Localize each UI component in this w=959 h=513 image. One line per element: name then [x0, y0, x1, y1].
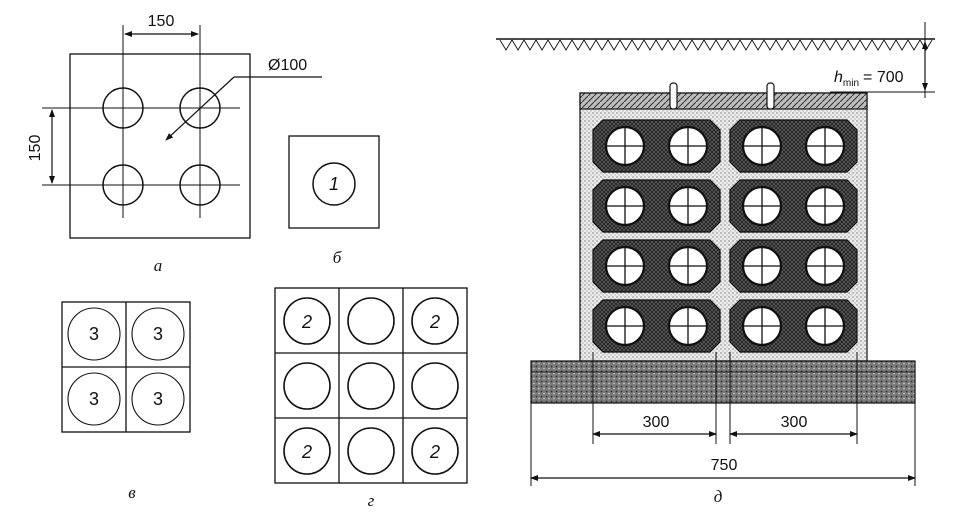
h-min-symbol: h — [834, 69, 843, 86]
ground-hatch-mark — [775, 39, 789, 51]
figure-g-pipe-number: 2 — [301, 312, 312, 332]
figure-g-pipe — [411, 362, 459, 410]
ground-hatch-mark — [715, 39, 729, 51]
ground-hatch-mark — [571, 39, 585, 51]
figure-g-pipe-number: 2 — [301, 442, 312, 462]
ground-hatch-mark — [619, 39, 633, 51]
figure-b-frame — [288, 135, 380, 229]
figure-a-pipe — [179, 164, 221, 206]
ground-hatch-mark — [919, 39, 933, 51]
figure-g-pipe — [347, 362, 395, 410]
figure-g-pipe-number: 2 — [429, 312, 440, 332]
figure-g: 2 2 2 2 г — [274, 287, 468, 510]
ground-hatching — [499, 39, 933, 51]
figure-g-pipe — [283, 427, 331, 475]
figure-v-pipe — [67, 372, 121, 426]
lifting-loop — [669, 82, 678, 110]
figure-a-pipe — [179, 87, 221, 129]
h-min-label: hmin = 700 — [834, 69, 904, 89]
figure-g-pipe — [347, 297, 395, 345]
ground-hatch-mark — [751, 39, 765, 51]
figure-g-pipe — [411, 297, 459, 345]
figure-v-pipe-number: 3 — [153, 389, 163, 409]
figure-a-dim-horizontal: 150 — [148, 13, 175, 30]
figure-b-pipe — [312, 162, 356, 206]
base-slab — [530, 360, 916, 404]
ground-hatch-mark — [727, 39, 741, 51]
ground-hatch-mark — [667, 39, 681, 51]
ground-hatch-mark — [859, 39, 873, 51]
ground-hatch-mark — [583, 39, 597, 51]
h-min-subscript: min — [843, 78, 859, 89]
figure-v: 3 3 3 3 в — [61, 301, 191, 502]
ground-hatch-mark — [703, 39, 717, 51]
figure-g-pipe — [347, 427, 395, 475]
ground-hatch-mark — [799, 39, 813, 51]
ground-hatch-mark — [835, 39, 849, 51]
ground-hatch-mark — [499, 39, 513, 51]
dim-left-value: 300 — [643, 414, 670, 431]
dim-right-value: 300 — [781, 414, 808, 431]
figure-g-frame — [274, 287, 468, 484]
figure-v-pipe — [131, 372, 185, 426]
figure-g-pipe — [283, 297, 331, 345]
ground-hatch-mark — [787, 39, 801, 51]
figure-a-pipe — [102, 164, 144, 206]
ground-hatch-mark — [895, 39, 909, 51]
ground-hatch-mark — [739, 39, 753, 51]
ground-hatch-mark — [811, 39, 825, 51]
dim-total-value: 750 — [711, 457, 738, 474]
figure-v-pipe-number: 3 — [89, 324, 99, 344]
lifting-loop — [766, 82, 775, 110]
figure-b-label: б — [333, 248, 342, 267]
figure-v-pipe-number: 3 — [89, 389, 99, 409]
ground-hatch-mark — [631, 39, 645, 51]
ground-hatch-mark — [871, 39, 885, 51]
ground-hatch-mark — [655, 39, 669, 51]
figure-v-pipe — [131, 307, 185, 361]
ground-hatch-mark — [763, 39, 777, 51]
ground-hatch-mark — [547, 39, 561, 51]
ground-hatch-mark — [595, 39, 609, 51]
figure-b-pipe-number: 1 — [329, 174, 339, 194]
ground-hatch-mark — [523, 39, 537, 51]
figure-a-label: а — [154, 256, 163, 275]
figure-v-pipe — [67, 307, 121, 361]
figure-g-pipe — [283, 362, 331, 410]
ground-hatch-mark — [559, 39, 573, 51]
figure-v-label: в — [128, 483, 136, 502]
figure-a: 150 150 Ø100 а — [27, 13, 322, 275]
figure-b: 1 б — [288, 135, 380, 267]
figure-d-label: д — [714, 487, 723, 506]
ground-hatch-mark — [907, 39, 921, 51]
figure-a-frame — [69, 53, 251, 239]
figure-v-pipe-number: 3 — [153, 324, 163, 344]
figure-a-pipe — [102, 87, 144, 129]
figure-a-dim-vertical: 150 — [27, 135, 44, 162]
ground-hatch-mark — [883, 39, 897, 51]
ground-hatch-mark — [823, 39, 837, 51]
top-slab — [579, 92, 868, 110]
ground-hatch-mark — [847, 39, 861, 51]
ground-hatch-mark — [643, 39, 657, 51]
figure-g-pipe-number: 2 — [429, 442, 440, 462]
figure-g-label: г — [368, 491, 375, 510]
ground-hatch-mark — [691, 39, 705, 51]
cable-channels — [592, 119, 858, 353]
ground-hatch-mark — [535, 39, 549, 51]
ground-hatch-mark — [607, 39, 621, 51]
ground-hatch-mark — [679, 39, 693, 51]
h-min-value: = 700 — [863, 69, 904, 86]
figure-g-pipe — [411, 427, 459, 475]
figure-d: hmin = 700 300 300 750 д — [496, 22, 935, 506]
ground-hatch-mark — [511, 39, 525, 51]
figure-a-dim-diameter: Ø100 — [268, 57, 307, 74]
figure-a-diameter-leader — [165, 76, 235, 141]
